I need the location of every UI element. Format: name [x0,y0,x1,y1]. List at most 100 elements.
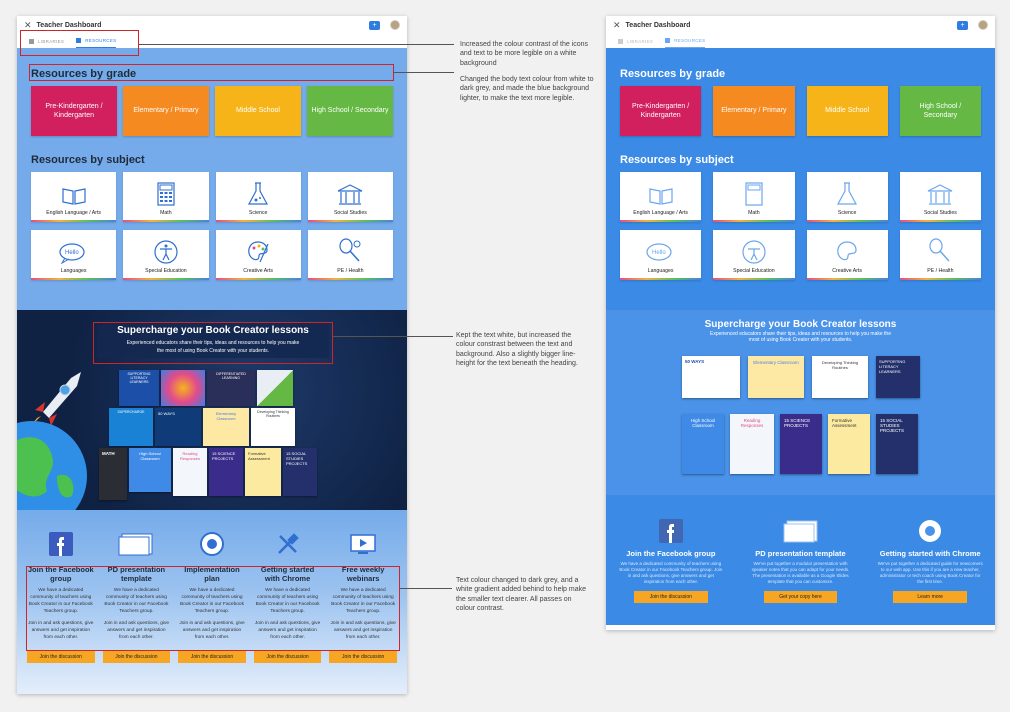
subject-math[interactable]: Math [123,172,209,222]
palette-icon [248,241,269,263]
subject-special-education[interactable]: Special Education [713,230,795,280]
add-icon[interactable]: + [957,20,968,30]
subject-creative-arts[interactable]: Creative Arts [806,230,888,280]
earth-illustration [17,421,87,510]
grade-middle-button[interactable]: Middle School [215,86,301,136]
grade-elementary-button[interactable]: Elementary / Primary [123,86,209,136]
avatar[interactable] [978,20,988,30]
tab-libraries[interactable]: LIBRARIES [618,34,653,48]
book-cover[interactable]: SUPPORTING LITERACY LEARNERS [119,370,159,406]
book-cover[interactable]: DIFFERENTIATED LEARNING [207,370,255,406]
subject-science[interactable]: Science [806,172,888,222]
book-cover[interactable]: SUPPORTING LITERACY LEARNERS [876,356,920,398]
book-cover[interactable]: Reading Responses [173,448,207,496]
tab-resources[interactable]: RESOURCES [76,34,117,48]
resource-body: We have a dedicated community of teacher… [255,588,320,614]
subject-english[interactable]: English Language / Arts [620,172,702,222]
book-cover[interactable]: Reading Responses [730,414,774,474]
book-cover[interactable]: 15 SCIENCE PROJECTS [780,414,822,474]
resource-title: Getting started with Chrome [879,549,981,558]
grade-prek-button[interactable]: Pre-Kindergarten / Kindergarten [31,86,117,136]
book-cover[interactable]: High School Classroom [682,414,724,474]
learn-more-button[interactable]: Learn more [893,591,968,604]
accessibility-icon [154,240,178,264]
book-title: SUPERCHARGE [117,410,145,414]
book-cover[interactable]: 15 SCIENCE PROJECTS [209,448,243,496]
subject-math[interactable]: Math [713,172,795,222]
book-title: MATH [102,451,115,456]
grade-elementary-button[interactable]: Elementary / Primary [713,86,795,136]
chrome-icon [199,532,224,556]
speech-bubble-icon: Hello [59,243,85,264]
book-cover[interactable]: 50 WAYS [155,408,201,446]
join-discussion-button[interactable]: Join the discussion [102,650,171,663]
subject-pe-health[interactable]: PE / Health [899,230,981,280]
add-icon[interactable]: + [369,20,380,30]
book-cover[interactable]: 15 SOCIAL STUDIES PROJECTS [283,448,317,496]
book-cover[interactable]: Elementary Classroom [748,356,804,398]
subject-english[interactable]: English Language / Arts [31,172,117,222]
join-discussion-button[interactable]: Join the discussion [634,591,708,604]
resource-body: We have a dedicated community of teacher… [619,561,723,584]
graduation-cap-icon [665,38,671,43]
tab-libraries[interactable]: LIBRARIES [29,34,64,48]
resource-column-1: Join the Facebook group We have a dedica… [606,519,736,625]
grade-prek-button[interactable]: Pre-Kindergarten / Kindergarten [620,86,702,136]
book-cover[interactable]: 50 WAYS [682,356,740,398]
book-cover[interactable]: SUPERCHARGE [109,408,153,446]
get-copy-button[interactable]: Get your copy here [763,591,838,604]
accessibility-icon [742,240,766,264]
app-title: Teacher Dashboard [36,21,102,29]
book-cover[interactable] [257,370,293,406]
book-cover[interactable]: High School Classroom [129,448,171,492]
annotation-line [139,44,454,45]
join-discussion-button[interactable]: Join the discussion [329,650,397,663]
book-cover[interactable]: Developing Thinking Routines [251,408,295,446]
library-icon [618,38,623,44]
book-cover[interactable]: Elementary Classroom [203,408,249,446]
grade-heading: Resources by grade [31,68,137,80]
book-cover[interactable]: Formative Assessment [828,414,870,474]
book-title: SUPPORTING LITERACY LEARNERS [127,372,151,384]
book-cover[interactable]: MATH [99,448,127,500]
app-title: Teacher Dashboard [625,21,691,29]
book-cover[interactable] [161,370,205,406]
tab-resources[interactable]: RESOURCES [665,34,706,48]
book-cover[interactable]: Formative Assessment [245,448,281,496]
book-icon [649,188,673,205]
annotation-line [400,588,452,589]
grade-high-button[interactable]: High School / Secondary [307,86,393,136]
subject-label: Math [160,210,172,216]
close-icon[interactable]: ✕ [613,19,621,30]
annotation-1: Increased the colour contrast of the ico… [460,41,589,67]
chrome-icon [919,520,942,542]
book-cover[interactable]: 15 SOCIAL STUDIES PROJECTS [876,414,918,474]
resources-section: Resources by grade Pre-Kindergarten / Ki… [17,48,407,310]
annotation-4: Text colour changed to dark grey, and a … [456,577,586,613]
subject-social-studies[interactable]: Social Studies [307,172,393,222]
grade-high-button[interactable]: High School / Secondary [899,86,981,136]
speech-bubble-icon: Hello [646,243,672,261]
subject-science[interactable]: Science [215,172,301,222]
resource-body: We have a dedicated community of teacher… [28,588,93,614]
join-discussion-button[interactable]: Join the discussion [253,650,322,663]
subject-social-studies[interactable]: Social Studies [899,172,981,222]
join-discussion-button[interactable]: Join the discussion [27,650,95,663]
join-discussion-button[interactable]: Join the discussion [178,650,246,663]
book-cover[interactable]: Developing Thinking Routines [812,356,868,398]
grade-middle-button[interactable]: Middle School [806,86,888,136]
subject-creative-arts[interactable]: Creative Arts [215,230,301,280]
subject-pe-health[interactable]: PE / Health [307,230,393,280]
subject-special-education[interactable]: Special Education [123,230,209,280]
subject-label: Science [837,210,857,216]
close-icon[interactable]: ✕ [24,19,32,30]
avatar[interactable] [390,20,400,30]
grade-heading: Resources by grade [620,68,726,80]
facebook-icon [48,532,73,556]
revised-dashboard-panel: ✕ Teacher Dashboard + LIBRARIES RESOURCE… [17,16,407,694]
annotation-line [394,72,454,73]
book-title: Elementary Classroom [753,360,799,365]
slides-icon [783,520,817,543]
